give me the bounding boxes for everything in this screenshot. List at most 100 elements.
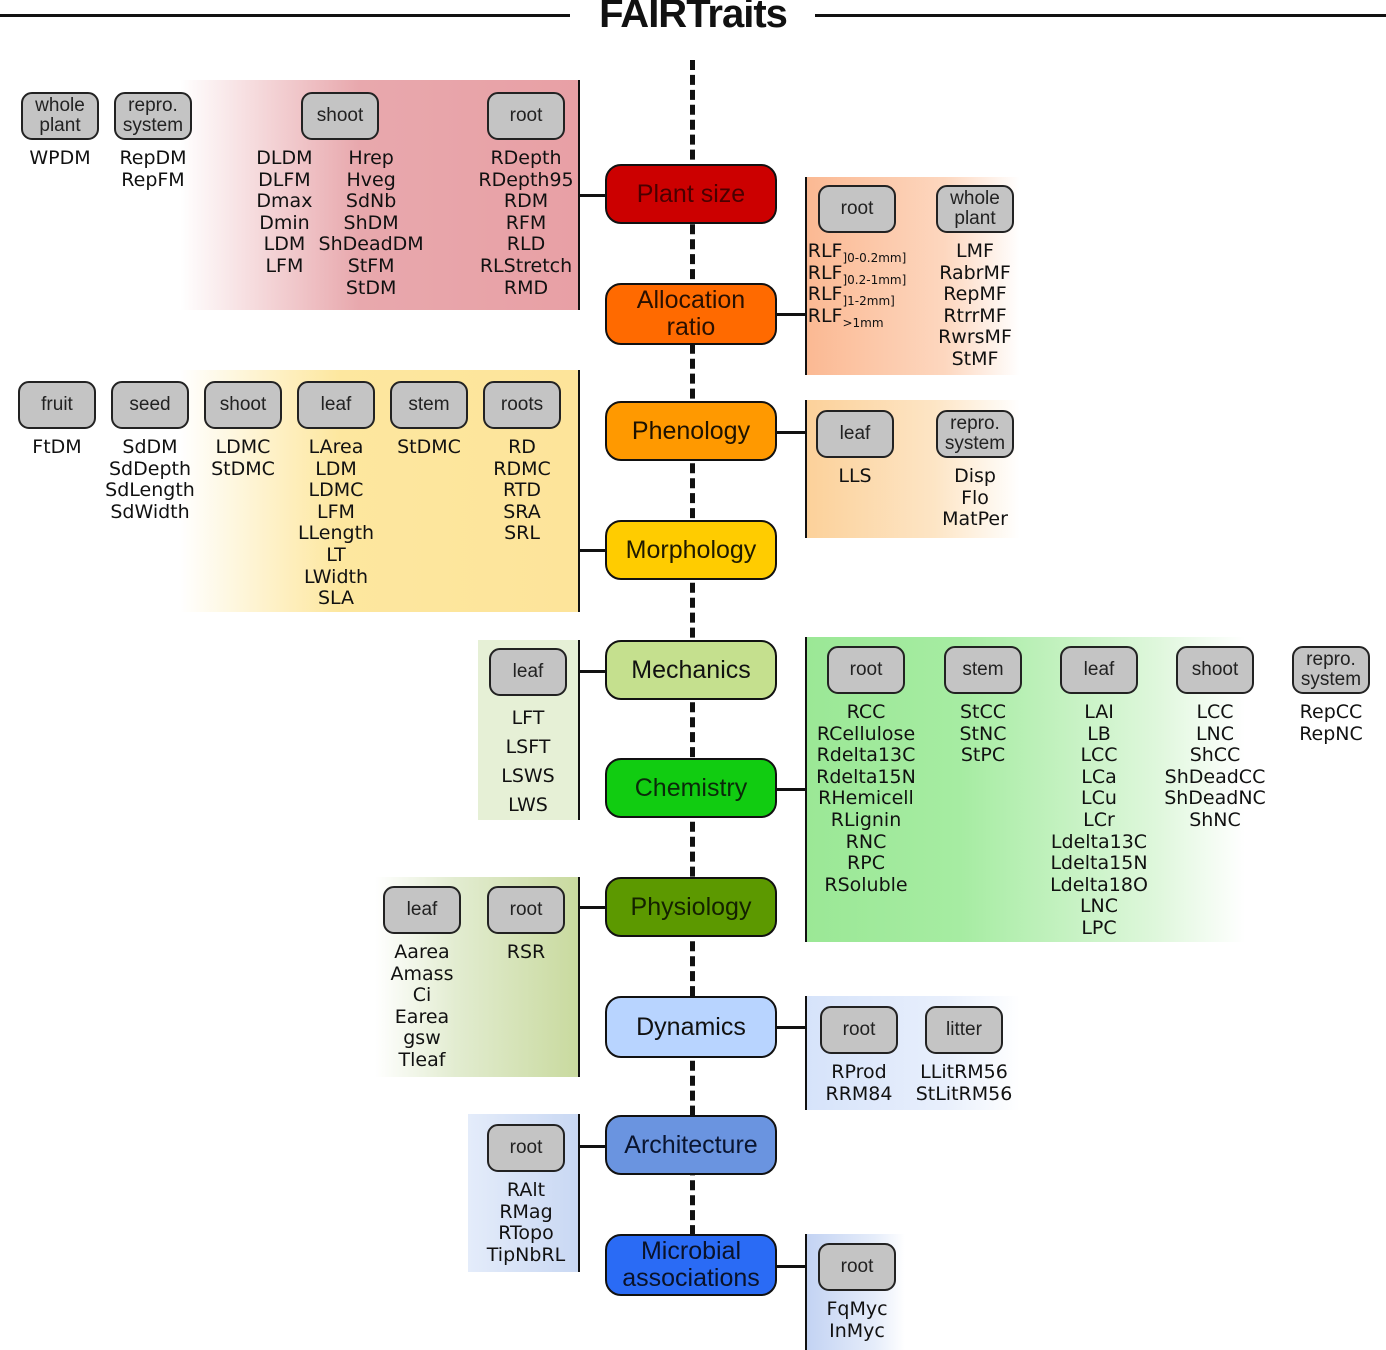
trait-code: LLength (297, 522, 375, 545)
title-rule-right (815, 14, 1386, 17)
trait-code: LAI (1084, 701, 1114, 723)
trait-code: RepMF (943, 283, 1007, 306)
trait-code: RHemicell (818, 787, 914, 810)
category-morphology[interactable]: Morphology (605, 520, 777, 580)
organ-tag[interactable]: leaf (1060, 646, 1138, 694)
organ-tag[interactable]: litter (925, 1006, 1003, 1054)
trait-code: RProd (831, 1061, 887, 1083)
trait-code: RepNC (1299, 722, 1363, 745)
trait-code: Dmax (256, 190, 313, 213)
organ-tag[interactable]: shoot (301, 92, 379, 140)
organ-tag[interactable]: whole plant (21, 92, 99, 140)
category-label: Physiology (630, 892, 752, 921)
organ-tag[interactable]: roots (483, 381, 561, 429)
trait-subscript: ]1-2mm] (842, 294, 895, 309)
organ-tag[interactable]: root (818, 185, 896, 233)
trait-code: LNC (1195, 722, 1235, 745)
category-dynamics[interactable]: Dynamics (605, 996, 777, 1058)
organ-tag[interactable]: repro. system (114, 92, 192, 140)
trait-code: RLignin (830, 808, 902, 831)
trait-code: RLStretch (479, 254, 573, 277)
trait-subscript: ]0.2-1mm] (842, 272, 907, 287)
trait-code: Hveg (346, 168, 396, 191)
trait-code: StLitRM56 (915, 1082, 1013, 1105)
trait-code: LDM (315, 457, 357, 480)
trait-code: StPC (960, 744, 1006, 767)
trait-code: LMF (956, 240, 994, 262)
trait-code: RCC (846, 701, 886, 723)
category-plant-size[interactable]: Plant size (605, 164, 777, 224)
organ-tag[interactable]: root (487, 886, 565, 934)
connector-morphology (578, 549, 606, 552)
trait-code: RMD (503, 276, 549, 299)
trait-code: RNC (845, 830, 887, 853)
trait-code: SRA (503, 500, 541, 523)
trait-code: LLS (838, 465, 872, 487)
category-phenology[interactable]: Phenology (605, 401, 777, 461)
trait-code: LCa (1081, 765, 1117, 788)
trait-code: StFM (347, 254, 395, 277)
trait-code: RtrrMF (943, 304, 1007, 327)
trait-subscript: ]0-0.2mm] (842, 251, 907, 265)
organ-tag[interactable]: root (487, 92, 565, 140)
organ-tag[interactable]: repro. system (936, 410, 1014, 458)
trait-code: LFM (265, 254, 304, 277)
category-physiology[interactable]: Physiology (605, 877, 777, 937)
organ-tag[interactable]: root (827, 646, 905, 694)
category-label: Microbial associations (622, 1237, 760, 1292)
organ-tag[interactable]: repro. system (1292, 646, 1370, 694)
organ-tag[interactable]: seed (111, 381, 189, 429)
category-microbial-associations[interactable]: Microbial associations (605, 1234, 777, 1296)
organ-tag[interactable]: leaf (489, 648, 567, 696)
category-architecture[interactable]: Architecture (605, 1115, 777, 1175)
trait-code: SdWidth (110, 500, 190, 523)
trait-code: LSWS (501, 765, 555, 787)
trait-code: LFM (317, 500, 355, 523)
category-allocation-ratio[interactable]: Allocation ratio (605, 283, 777, 345)
trait-code: StCC (959, 701, 1007, 723)
trait-code: LCC (1196, 701, 1234, 723)
connector-allocation-ratio (776, 313, 806, 316)
trait-code: ShDeadCC (1164, 765, 1266, 788)
trait-code: ShDM (343, 211, 399, 234)
category-chemistry[interactable]: Chemistry (605, 758, 777, 818)
category-label: Chemistry (634, 773, 748, 802)
trait-code: RDepth95 (478, 168, 574, 191)
trait-code: SdDepth (109, 457, 191, 480)
trait-code: RLF>1mm (807, 304, 884, 330)
trait-code: SdDM (122, 436, 178, 458)
trait-code: RFM (505, 211, 547, 234)
organ-tag[interactable]: root (820, 1006, 898, 1054)
organ-tag[interactable]: leaf (816, 410, 894, 458)
organ-tag[interactable]: root (818, 1243, 896, 1291)
organ-tag[interactable]: leaf (383, 886, 461, 934)
trait-code: SdLength (105, 479, 195, 502)
connector-architecture (578, 1145, 606, 1148)
trait-code: DLDM (256, 147, 313, 169)
organ-tag[interactable]: stem (390, 381, 468, 429)
trait-code: gsw (403, 1027, 441, 1050)
organ-tag[interactable]: leaf (297, 381, 375, 429)
trait-code: ShDeadDM (318, 233, 424, 256)
trait-code: SdNb (345, 190, 397, 213)
organ-tag[interactable]: whole plant (936, 185, 1014, 233)
organ-tag[interactable]: stem (944, 646, 1022, 694)
trait-code: LDMC (215, 436, 271, 458)
trait-code: Aarea (394, 941, 450, 963)
category-label: Mechanics (631, 655, 751, 684)
organ-tag[interactable]: fruit (18, 381, 96, 429)
connector-mechanics (578, 670, 606, 673)
trait-code: RepCC (1299, 701, 1363, 723)
organ-tag[interactable]: shoot (204, 381, 282, 429)
category-mechanics[interactable]: Mechanics (605, 640, 777, 700)
organ-tag[interactable]: shoot (1176, 646, 1254, 694)
trait-code: RTD (502, 479, 542, 502)
organ-tag[interactable]: root (487, 1124, 565, 1172)
trait-code: Disp (954, 465, 996, 487)
trait-code: RDMC (493, 457, 551, 480)
